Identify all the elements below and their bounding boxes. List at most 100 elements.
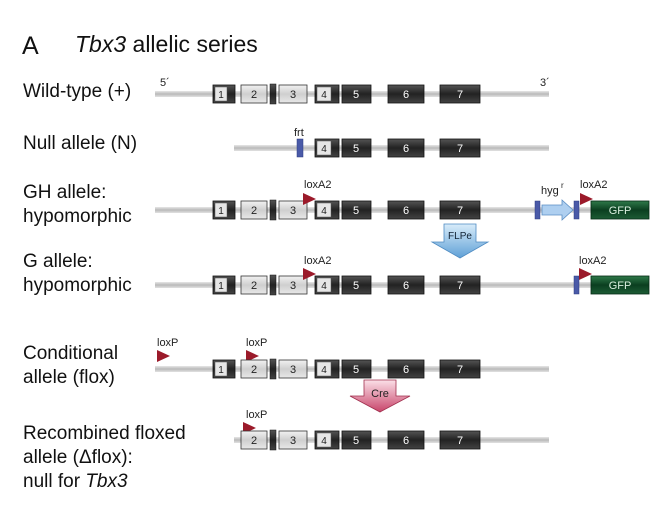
exon-6: 6 (387, 275, 425, 295)
exon-number: 2 (251, 435, 257, 447)
frt-site (296, 138, 304, 158)
exon-3: 3 (278, 84, 308, 104)
exon-7: 7 (439, 430, 481, 450)
row-label-g-line2: hypomorphic (23, 275, 132, 296)
exon-6: 6 (387, 200, 425, 220)
exon-5: 5 (341, 84, 372, 104)
flpe-arrow: FLPe (430, 223, 490, 259)
exon-number: 5 (353, 143, 359, 155)
row-g: 1 2 3 loxA2 4 5 6 7 loxA2 GFP (155, 255, 650, 296)
exon-3: 3 (278, 200, 308, 220)
exon-number: 6 (403, 143, 409, 155)
exon-number: 1 (218, 90, 224, 101)
flpe-label: FLPe (448, 231, 472, 242)
exon-number: 3 (290, 280, 296, 292)
exon-number: 3 (290, 364, 296, 376)
exon-2: 2 (240, 430, 268, 450)
exon-6: 6 (387, 359, 425, 379)
exon-5: 5 (341, 430, 372, 450)
exon-4: 4 (314, 275, 340, 295)
gfp-label: GFP (609, 205, 632, 217)
exon-2: 2 (240, 200, 268, 220)
exon-7: 7 (439, 138, 481, 158)
hyg-cassette-arrow (541, 199, 574, 221)
cre-arrow-shape (349, 379, 411, 413)
row-label-null: Null allele (N) (23, 133, 138, 154)
loxa2-label: loxA2 (304, 179, 332, 191)
exon-4: 4 (314, 200, 340, 220)
exon-6: 6 (387, 84, 425, 104)
row-label-wildtype: Wild-type (+) (23, 81, 132, 102)
exon-1: 1 (212, 359, 236, 379)
row-label-dflox-line3: null for Tbx3 (23, 470, 128, 494)
exon-number: 6 (403, 89, 409, 101)
exon-number: 7 (457, 280, 463, 292)
exon-number: 5 (353, 364, 359, 376)
frt-site-left (534, 200, 541, 220)
exon-5: 5 (341, 138, 372, 158)
title-gene: Tbx3 (75, 31, 127, 57)
exon-number: 4 (321, 436, 327, 447)
exon-number: 4 (321, 281, 327, 292)
exon-number: 7 (457, 89, 463, 101)
exon-number: 6 (403, 364, 409, 376)
exon-spacer-bar (269, 429, 277, 451)
loxp-site-left (157, 350, 170, 362)
row-dflox: loxP 2 3 4 5 6 7 (234, 409, 549, 451)
row-label-g-line1: G allele: (23, 251, 93, 272)
loxa2-site-3prime (579, 268, 592, 280)
exon-6: 6 (387, 430, 425, 450)
frt-label: frt (294, 127, 304, 139)
exon-number: 3 (290, 435, 296, 447)
loxa2-label-3prime: loxA2 (579, 255, 607, 267)
exon-number: 7 (457, 435, 463, 447)
figure-title: Tbx3 allelic series (75, 32, 258, 56)
exon-number: 6 (403, 280, 409, 292)
exon-3: 3 (278, 359, 308, 379)
hyg-superscript: r (561, 181, 564, 190)
exon-spacer-bar (269, 83, 277, 105)
exon-number: 2 (251, 364, 257, 376)
exon-1: 1 (212, 84, 236, 104)
exon-number: 1 (218, 206, 224, 217)
exon-number: 1 (218, 365, 224, 376)
exon-number: 4 (321, 144, 327, 155)
hyg-label: hyg r (541, 181, 564, 197)
frt-site (573, 275, 580, 295)
cre-label: Cre (371, 388, 389, 400)
exon-5: 5 (341, 275, 372, 295)
loxp-label: loxP (246, 409, 267, 421)
exon-number: 5 (353, 280, 359, 292)
flpe-arrow-shape (430, 223, 490, 259)
exon-2: 2 (240, 275, 268, 295)
exon-number: 3 (290, 205, 296, 217)
exon-number: 2 (251, 89, 257, 101)
exon-4: 4 (314, 430, 340, 450)
exon-number: 5 (353, 89, 359, 101)
exon-3: 3 (278, 430, 308, 450)
row-label-dflox-line1: Recombined floxed (23, 423, 186, 444)
exon-6: 6 (387, 138, 425, 158)
row-label-gh-line1: GH allele: (23, 182, 107, 203)
hyg-text: hyg (541, 185, 559, 197)
dflox-null-prefix: null for (23, 471, 86, 492)
row-label-flox-line2: allele (flox) (23, 367, 115, 388)
exon-number: 4 (321, 365, 327, 376)
row-gh: 1 2 3 loxA2 4 5 6 7 hyg r loxA2 GFP (155, 179, 650, 221)
exon-7: 7 (439, 84, 481, 104)
exon-number: 3 (290, 89, 296, 101)
exon-1: 1 (212, 275, 236, 295)
row-label-gh-line2: hypomorphic (23, 206, 132, 227)
exon-spacer-bar (269, 358, 277, 380)
exon-7: 7 (439, 200, 481, 220)
row-flox: loxP 1 loxP 2 3 4 5 6 7 (155, 337, 549, 380)
row-null: frt 4 5 6 7 (234, 127, 549, 158)
exon-1: 1 (212, 200, 236, 220)
exon-5: 5 (341, 200, 372, 220)
loxa2-label: loxA2 (304, 255, 332, 267)
exon-7: 7 (439, 275, 481, 295)
title-rest: allelic series (126, 31, 258, 57)
exon-spacer-bar (269, 199, 277, 221)
exon-number: 5 (353, 205, 359, 217)
